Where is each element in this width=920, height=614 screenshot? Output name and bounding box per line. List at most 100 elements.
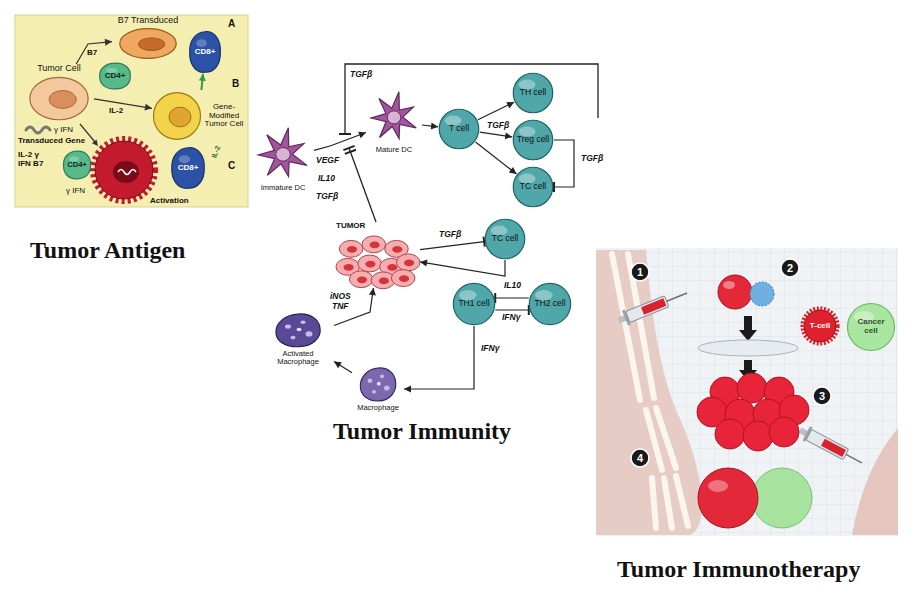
cell-shape-part [120, 29, 176, 59]
immunity-panel-lines [339, 64, 598, 222]
connector-line [478, 102, 514, 120]
activated-tumor-cell-part [113, 161, 139, 183]
cell-shape-part [344, 264, 354, 271]
arrow-head [369, 288, 376, 295]
process-arrow-part [739, 330, 757, 341]
cell-shape-part [372, 390, 376, 394]
connector [480, 132, 512, 139]
callout-badge-part [631, 263, 649, 281]
arrow-head [145, 104, 153, 111]
cell-shape-part [371, 92, 416, 139]
panel-caption: Tumor Antigen [30, 237, 185, 265]
attack-cells [698, 468, 812, 528]
connector-line [476, 142, 517, 174]
node-label: TH2 cell [533, 299, 567, 308]
cell-shape-part [370, 241, 380, 248]
syringe-part [821, 439, 846, 457]
expanded-t-cells-part [737, 373, 767, 403]
tumor-mass-outline [336, 232, 420, 288]
cell-shape [336, 232, 420, 288]
arm-bones [612, 254, 688, 528]
connector-line [314, 133, 366, 151]
cytokine-label: IL-2 [210, 145, 222, 159]
node-text: Activated Macrophage [262, 350, 334, 367]
syringe [796, 423, 865, 470]
dendritic-cell-outline [368, 90, 420, 145]
tumor-cell: Tumor Cell [24, 64, 94, 122]
panel-letter: A [228, 18, 235, 30]
node-text: Tumor Cell [24, 64, 94, 74]
tumor-mass: TUMOR [336, 222, 420, 288]
node-text: Cancer cell [852, 318, 891, 336]
t-cell: TH1 cell [452, 282, 496, 326]
node-text: TC cell [489, 234, 522, 243]
cell-shape-part [387, 111, 401, 124]
cell-shape-part [371, 272, 395, 289]
connector [495, 293, 529, 303]
node-text: Immature DC [252, 184, 314, 192]
connector-line [404, 326, 474, 389]
cell-shape-part [306, 331, 313, 336]
macrophage: Macrophage [352, 366, 404, 412]
arm [852, 428, 898, 535]
immunity-panel-lines-part [343, 146, 354, 150]
t-cell: TC cell [512, 166, 554, 208]
arm [596, 250, 702, 535]
cell-shape-part [513, 120, 552, 159]
cell-shape-part [380, 374, 384, 378]
syringe [615, 286, 690, 329]
arrow-head [420, 260, 428, 267]
panel-letter: C [228, 160, 235, 172]
node-label: T-cell [805, 322, 836, 331]
modified-tumor-cell-outline [152, 90, 202, 142]
transduced-cell-outline [118, 27, 178, 60]
cell-shape-part [276, 148, 291, 162]
transduced-gene-icon [26, 127, 50, 133]
connector [476, 142, 517, 174]
antigen-panel [15, 15, 248, 207]
cell-shape-part [377, 382, 381, 386]
node-text: TC cell [517, 182, 550, 191]
activation-label: Activation [150, 196, 189, 205]
modified-tumor-cell: Gene-Modified Tumor Cell [152, 90, 246, 142]
callout-number: 1 [631, 263, 649, 281]
cell-shape-part [276, 314, 320, 347]
connector [404, 326, 474, 393]
cell-shape-part [358, 255, 382, 272]
syringe-part [667, 293, 687, 301]
t-cell-sample-part [750, 282, 774, 306]
cell-shape-part [399, 275, 409, 282]
macrophage-outline [273, 312, 323, 349]
cell-shape-part [529, 283, 570, 324]
arrow-head [358, 132, 366, 139]
syringe-part [846, 454, 862, 462]
callout-number: 2 [781, 259, 799, 277]
cell-shape-part [285, 324, 291, 328]
cell-shape-part [365, 260, 375, 267]
node-text: TH cell [517, 88, 550, 97]
cell-shape-part [339, 240, 363, 257]
node-label: Activated Macrophage [262, 350, 334, 367]
tumor-cell-outline [28, 75, 90, 122]
inhibition-bar [484, 237, 485, 247]
connector-line [334, 362, 352, 373]
node-text: TH2 cell [533, 299, 567, 308]
t-cell: T cell [438, 108, 480, 150]
expanded-t-cells-part [743, 421, 773, 451]
attack-cells-part [752, 468, 812, 528]
connector-line [495, 309, 529, 310]
node-text: Mature DC [366, 146, 422, 154]
syringe-part [641, 298, 666, 314]
node-label: Cancer cell [852, 318, 891, 336]
connector [422, 123, 438, 130]
t-cell: TH cell [512, 72, 554, 114]
arrow-head [199, 74, 206, 81]
activated-tumor-cell-part [118, 170, 136, 175]
node-label: Treg cell [517, 135, 550, 144]
cell-shape-part [802, 308, 837, 343]
t-cell: TH2 cell [528, 282, 572, 326]
callout-number: 3 [813, 387, 831, 405]
connector [420, 260, 505, 276]
cell-shape-part [404, 259, 414, 266]
